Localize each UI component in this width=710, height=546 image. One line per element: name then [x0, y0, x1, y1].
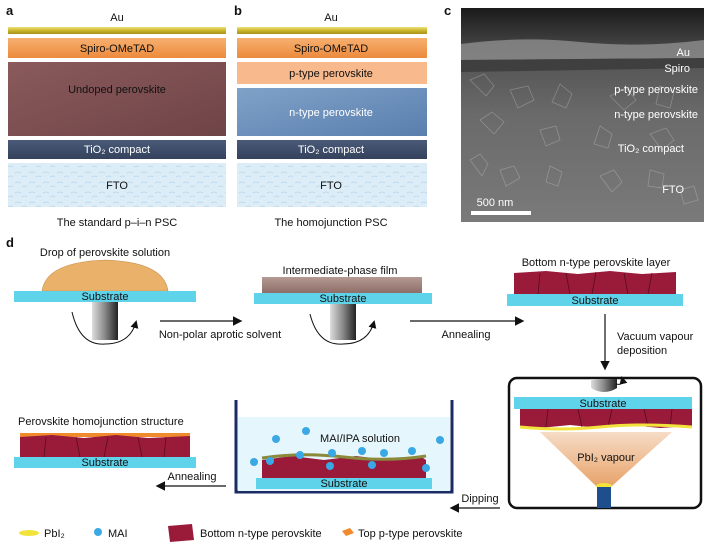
bath-surface-layer: [261, 453, 427, 461]
step-solvent-label: Non-polar aprotic solvent: [159, 329, 281, 341]
panel-letter-a: a: [6, 3, 14, 18]
layer-au-label: Au: [324, 12, 337, 24]
layer-undoped-label: Undoped perovskite: [68, 84, 166, 96]
substrate-4: [514, 397, 692, 409]
substrate-3: [507, 294, 683, 306]
bottom-n-type-layer: [514, 271, 676, 294]
substrate-2: [254, 293, 432, 304]
layer-spiro: [237, 38, 427, 58]
sem-spiro-band: [461, 58, 704, 72]
layer-tio2: [8, 140, 226, 159]
step-annealing-2-label: Annealing: [168, 471, 217, 483]
sem-label-fto: FTO: [662, 184, 684, 196]
spin-coater-1: [92, 302, 118, 340]
perovskite-droplet: [41, 259, 169, 292]
bath-n-type-layer: [262, 456, 426, 478]
panel-letter-b: b: [234, 3, 242, 18]
layer-fto-label: FTO: [320, 180, 342, 192]
step-intermediate-label: Intermediate-phase film: [283, 265, 398, 277]
mai-particles: [250, 427, 444, 472]
substrate-2-label: Substrate: [319, 293, 366, 305]
substrate-1-label: Substrate: [81, 291, 128, 303]
panel-letter-d: d: [6, 235, 14, 250]
legend-mai-swatch: [94, 528, 102, 536]
legend-pbi2-label: PbI₂: [44, 528, 65, 540]
homojunction-n-type-layer: [20, 435, 190, 457]
sem-label-n-type: n-type perovskite: [614, 109, 698, 121]
legend-mai-label: MAI: [108, 528, 128, 540]
scale-bar: [471, 211, 531, 215]
sem-label-tio2: TiO₂ compact: [618, 143, 684, 155]
panel-a-caption: The standard p–i–n PSC: [57, 217, 178, 229]
grain-boundaries-1: [537, 271, 653, 295]
legend-pbi2-swatch: [19, 530, 39, 536]
layer-p-type: [237, 62, 427, 84]
solution-label: MAI/IPA solution: [320, 433, 400, 445]
layer-fto-label: FTO: [106, 180, 128, 192]
layer-p-type-label: p-type perovskite: [289, 68, 373, 80]
substrate-5-label: Substrate: [320, 478, 367, 490]
layer-spiro-label: Spiro-OMeTAD: [294, 43, 368, 55]
pbi2-coating: [519, 423, 693, 431]
step-annealing-label: Annealing: [442, 329, 491, 341]
panel-b: b Au Spiro-OMeTAD p-type perovskite n-ty…: [234, 3, 427, 229]
legend: PbI₂ MAI Bottom n-type perovskite Top p-…: [19, 524, 463, 542]
layer-spiro-label: Spiro-OMeTAD: [80, 43, 154, 55]
sem-label-au: Au: [677, 47, 690, 59]
chamber-n-type-layer: [520, 409, 692, 428]
layer-spiro: [8, 38, 226, 58]
panel-d: d Drop of perovskite solution Substrate …: [6, 235, 703, 542]
step-deposition-label: deposition: [617, 345, 667, 357]
sem-label-p-type: p-type perovskite: [614, 84, 698, 96]
substrate-6-label: Substrate: [81, 457, 128, 469]
chamber-holder: [591, 379, 617, 392]
sem-label-spiro: Spiro: [664, 63, 690, 75]
legend-p-type-label: Top p-type perovskite: [358, 528, 463, 540]
holder-arrow: [615, 376, 628, 385]
substrate-1: [14, 291, 196, 302]
substrate-4-label: Substrate: [579, 398, 626, 410]
layer-fto: [8, 163, 226, 207]
panel-a: a Au Spiro-OMeTAD Undoped perovskite TiO…: [6, 3, 226, 229]
layer-n-type-label: n-type perovskite: [289, 107, 373, 119]
layer-tio2-label: TiO₂ compact: [298, 144, 364, 156]
grain-boundaries-3: [43, 436, 167, 458]
spin-arrow-1: [71, 311, 139, 345]
layer-fto: [237, 163, 427, 207]
pbi2-source: [597, 487, 611, 508]
step-homojunction-label: Perovskite homojunction structure: [18, 416, 184, 428]
panel-letter-c: c: [444, 3, 451, 18]
layer-undoped-perovskite: [8, 62, 226, 136]
substrate-3-label: Substrate: [571, 295, 618, 307]
step-vacuum-label: Vacuum vapour: [617, 331, 694, 343]
substrate-5: [256, 478, 432, 489]
layer-n-type: [237, 88, 427, 136]
sem-grain-texture: [469, 73, 699, 205]
step-dipping-label: Dipping: [461, 493, 498, 505]
substrate-6: [14, 457, 196, 468]
pbi2-vapour-cone: [540, 432, 672, 486]
intermediate-film: [262, 277, 422, 293]
layer-au: [8, 27, 226, 34]
layer-tio2-label: TiO₂ compact: [84, 144, 150, 156]
step-drop-label: Drop of perovskite solution: [40, 247, 170, 259]
pbi2-vapour-label: PbI₂ vapour: [577, 452, 635, 464]
layer-au-label: Au: [110, 12, 123, 24]
legend-n-type-label: Bottom n-type perovskite: [200, 528, 322, 540]
dipping-bath: [234, 400, 454, 494]
panel-b-caption: The homojunction PSC: [274, 217, 387, 229]
panel-c: c Au Spiro p-type perovskite n-type pero…: [444, 3, 704, 222]
step-bottom-layer-label: Bottom n-type perovskite layer: [522, 257, 671, 269]
sem-au-band: [461, 39, 704, 60]
scale-bar-label: 500 nm: [477, 197, 514, 209]
layer-tio2: [237, 140, 427, 159]
legend-n-type-swatch: [168, 524, 194, 542]
layer-au: [237, 27, 427, 34]
spin-coater-2: [330, 304, 356, 340]
legend-p-type-swatch: [342, 528, 354, 536]
spin-arrow-2: [309, 313, 377, 345]
